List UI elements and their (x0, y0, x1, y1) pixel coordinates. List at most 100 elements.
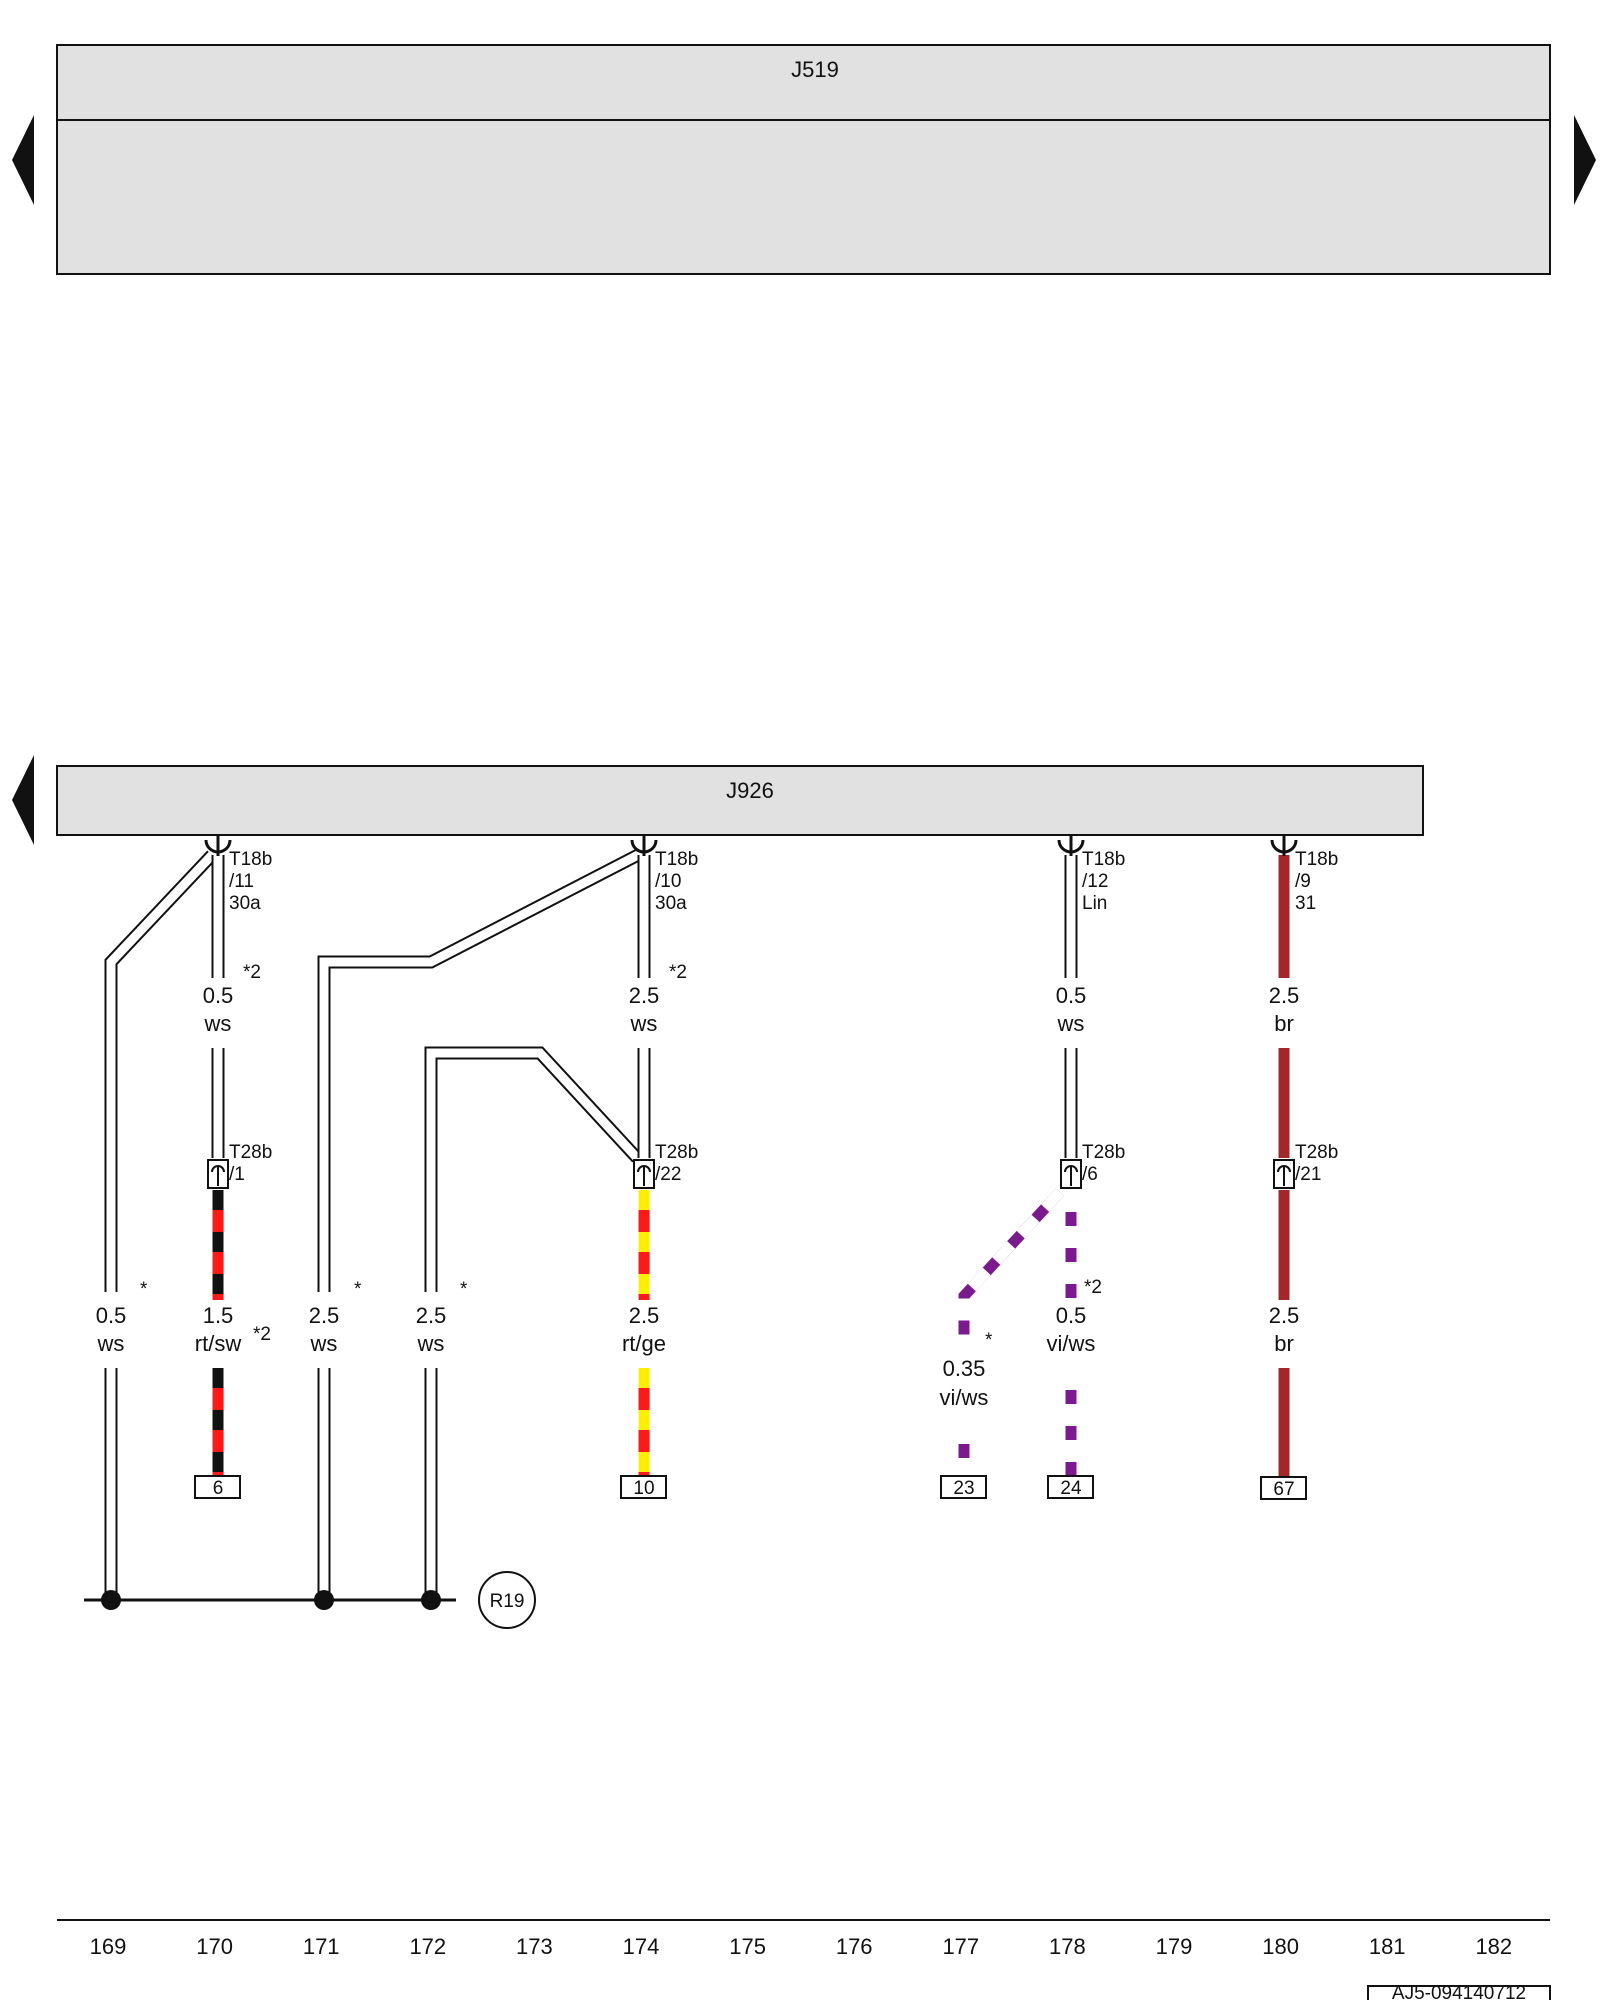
t28-label-line1: T28b (1295, 1142, 1338, 1163)
connector-t28b-22: T28b /22 (655, 1142, 698, 1185)
wire-color: vi/ws (1047, 1331, 1096, 1356)
footer-column-number: 181 (1369, 1934, 1406, 1959)
t18-label-line3: 30a (229, 893, 261, 914)
t18-label-line1: T18b (655, 849, 698, 870)
t28-labels: T28b /1 T28b /22 T28b /6 T28b /21 (229, 1142, 1338, 1185)
wire-169-upper-core (106, 851, 216, 1292)
t18-label-line1: T18b (229, 849, 272, 870)
t18-connector-icon (204, 835, 232, 856)
wire-size: 0.5 (1056, 983, 1087, 1008)
wire-171-upper-core (319, 851, 641, 1292)
wire-size: 2.5 (629, 983, 660, 1008)
wire-label-lw-178: 0.5 vi/ws *2 (1047, 1277, 1102, 1356)
terminal-10: 10 (620, 1475, 667, 1499)
t18-label-line1: T18b (1295, 849, 1338, 870)
wire-size: 2.5 (1269, 983, 1300, 1008)
wire-177-upper-base (958, 1188, 1065, 1352)
t18-label-line2: /11 (229, 871, 254, 892)
wire-label-lw-170: 1.5 rt/sw *2 (195, 1303, 271, 1356)
wire-color: ws (204, 1011, 232, 1036)
wire-172-upper-outline (424, 1046, 642, 1292)
footer-column-number: 180 (1262, 1934, 1299, 1959)
module-j926-box (56, 765, 1424, 836)
wire-size: 2.5 (1269, 1303, 1300, 1328)
module-j519-box (56, 44, 1551, 275)
terminal-24: 24 (1047, 1475, 1094, 1499)
t18-label-line2: /10 (655, 871, 681, 892)
wire-label-uw-180: 2.5 br (1269, 983, 1300, 1036)
t28-connector-icon (1273, 1159, 1295, 1189)
terminal-67: 67 (1260, 1476, 1307, 1500)
footer-column-number: 172 (409, 1934, 446, 1959)
module-j519: J519 (56, 44, 1551, 275)
wire-177-upper (958, 1188, 1065, 1352)
wire-169-upper-outline (104, 850, 217, 1292)
wire-note: * (354, 1279, 362, 1300)
wire-size: 2.5 (629, 1303, 660, 1328)
wire-label-uw-178: 0.5 ws (1056, 983, 1087, 1036)
connector-t28b-6: T28b /6 (1082, 1142, 1125, 1185)
ground-r19-circle (478, 1571, 536, 1629)
wire-size: 0.5 (203, 983, 234, 1008)
nav-arrow-right-icon[interactable] (1574, 115, 1596, 205)
footer-column-number: 174 (623, 1934, 660, 1959)
wire-note: * (140, 1279, 148, 1300)
terminal-box (194, 1475, 241, 1499)
wire-color: ws (417, 1331, 445, 1356)
wire-label-lw-169: 0.5 ws * (96, 1279, 148, 1356)
terminals: 6 10 23 24 67 (194, 1475, 1307, 1500)
t18-label-line2: /9 (1295, 871, 1311, 892)
t28-symbols (207, 1159, 1295, 1189)
wire-label-lw-174: 2.5 rt/ge (622, 1303, 666, 1356)
wire-color: ws (1057, 1011, 1085, 1036)
wire-size: 1.5 (203, 1303, 234, 1328)
t18-label-line1: T18b (1082, 849, 1125, 870)
wire-size: 0.35 (943, 1356, 986, 1381)
t28-label-line1: T28b (655, 1142, 698, 1163)
footer-column-number: 176 (836, 1934, 873, 1959)
wire-note: *2 (253, 1324, 271, 1345)
t18-label-line3: 30a (655, 893, 687, 914)
nav-arrow-left-icon[interactable] (12, 115, 34, 205)
wire-color: ws (630, 1011, 658, 1036)
terminal-box (620, 1475, 667, 1499)
t28-connector-icon (207, 1159, 229, 1189)
footer-column-number: 170 (196, 1934, 233, 1959)
ground-r19-label: R19 (490, 1591, 525, 1612)
footer-column-number: 182 (1475, 1934, 1512, 1959)
terminal-box (940, 1475, 987, 1499)
terminal-label: 24 (1060, 1478, 1082, 1499)
wire-label-uw-174: 2.5 ws *2 (629, 962, 687, 1036)
module-j519-name: J519 (791, 57, 839, 82)
connector-t28b-21: T28b /21 (1295, 1142, 1338, 1185)
wire-177-upper-stripe (958, 1188, 1065, 1352)
wire-note: * (460, 1279, 468, 1300)
connector-t18b-12: T18b /12 Lin (1082, 849, 1125, 914)
t18-connector-icon (630, 835, 658, 856)
upper-wire-labels: 0.5 ws *2 2.5 ws *2 0.5 ws 2.5 br (203, 962, 1300, 1036)
wire-label-lw-171: 2.5 ws * (309, 1279, 362, 1356)
footer-column-number: 173 (516, 1934, 553, 1959)
t18-label-line3: Lin (1082, 893, 1107, 914)
footer-column-number: 175 (729, 1934, 766, 1959)
connector-t18b-11: T18b /11 30a (229, 849, 272, 914)
wire-label-lw-172: 2.5 ws * (416, 1279, 468, 1356)
footer-column-number: 169 (90, 1934, 127, 1959)
wire-note: *2 (1084, 1277, 1102, 1298)
t28-label-line2: /22 (655, 1164, 681, 1185)
wire-size: 2.5 (416, 1303, 447, 1328)
terminal-label: 67 (1273, 1479, 1294, 1500)
t28-label-line1: T28b (1082, 1142, 1125, 1163)
t28-label-line2: /1 (229, 1164, 245, 1185)
wire-171-upper (317, 849, 641, 1292)
footer-code: AJ5-094140712 (1392, 1983, 1526, 2000)
terminal-label: 10 (633, 1478, 654, 1499)
nav-arrow-left-icon-2[interactable] (12, 755, 34, 845)
wire-note: *2 (669, 962, 687, 983)
footer-column-number: 178 (1049, 1934, 1086, 1959)
wire-169-upper (104, 850, 217, 1292)
t18-labels: T18b /11 30a T18b /10 30a T18b /12 Lin T… (229, 849, 1338, 914)
t28-label-line2: /6 (1082, 1164, 1098, 1185)
t18-label-line3: 31 (1295, 893, 1316, 914)
